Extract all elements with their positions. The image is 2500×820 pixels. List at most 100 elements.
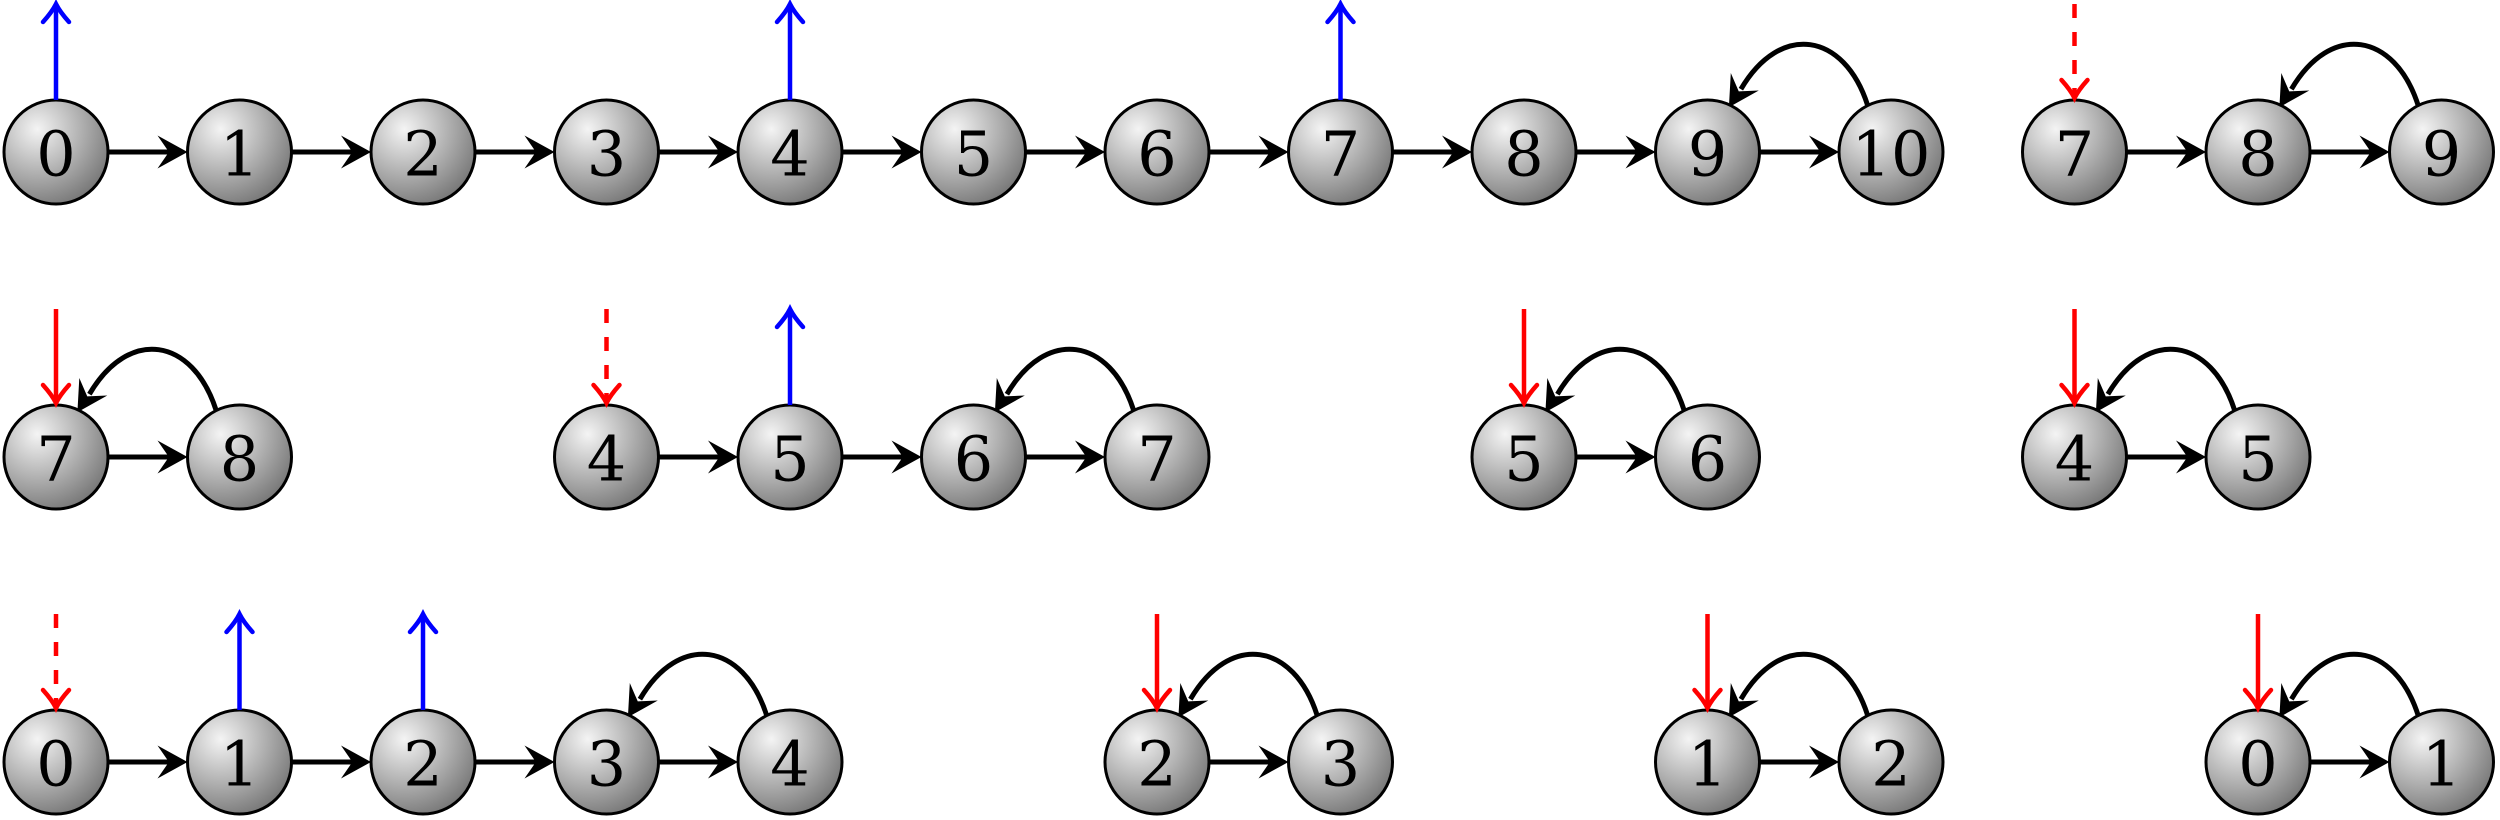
list-node: 6 <box>920 403 1027 511</box>
node-circle <box>1287 708 1394 816</box>
node-label: 7 <box>2055 118 2094 191</box>
node-circle <box>920 403 1027 511</box>
node-label: 8 <box>1504 118 1543 191</box>
next-edge-arrowhead <box>1075 135 1105 169</box>
pointer-down-arrowhead <box>2242 687 2274 714</box>
list-node: 1 <box>186 98 293 206</box>
back-edge-arrowhead <box>2095 378 2126 413</box>
list-node: 5 <box>736 403 844 511</box>
node-circle <box>553 708 660 816</box>
back-edge-arrowhead <box>627 683 658 718</box>
node-circle <box>369 98 477 206</box>
node-label: 3 <box>587 118 626 191</box>
node-label: 5 <box>954 118 993 191</box>
next-edge-arrowhead <box>2176 135 2206 169</box>
node-label: 5 <box>2238 423 2277 496</box>
node-label: 8 <box>2238 118 2277 191</box>
list-node: 4 <box>2021 403 2128 511</box>
next-edge-arrowhead <box>1258 745 1289 779</box>
node-label: 10 <box>1852 118 1931 191</box>
back-edge <box>87 346 219 411</box>
back-edge-arrowhead <box>1178 683 1209 718</box>
back-edge-arrowhead <box>77 378 108 413</box>
back-edge-arrowhead <box>2279 683 2310 718</box>
node-label: 1 <box>2422 728 2461 801</box>
list-node: 2 <box>369 708 477 816</box>
list-node: 5 <box>920 98 1027 206</box>
list-node: 7 <box>1287 98 1394 206</box>
node-circle <box>1654 98 1761 206</box>
list-node: 3 <box>553 708 660 816</box>
back-edge-arrowhead <box>2279 73 2310 108</box>
back-edge <box>1188 651 1320 716</box>
list-node: 5 <box>1470 403 1578 511</box>
list-node: 10 <box>1837 98 1945 206</box>
next-edge-arrowhead <box>1258 135 1289 169</box>
pointer-down-arrowhead <box>40 687 72 714</box>
list-node: 1 <box>2388 708 2495 816</box>
list-node: 4 <box>553 403 660 511</box>
list-node: 7 <box>1103 403 1211 511</box>
next-edge-arrowhead <box>157 440 188 474</box>
back-edge-arrowhead <box>1728 73 1759 108</box>
next-edge-arrowhead <box>708 135 738 169</box>
list-node: 7 <box>2 403 110 511</box>
next-edge-arrowhead <box>2359 135 2390 169</box>
pointer-down-arrowhead <box>591 382 622 409</box>
next-edge-arrowhead <box>341 135 371 169</box>
back-edge <box>637 651 769 716</box>
pointer-down-arrowhead <box>2059 77 2090 104</box>
list-node: 2 <box>1103 708 1211 816</box>
next-edge-arrowhead <box>157 135 188 169</box>
node-label: 9 <box>2422 118 2461 191</box>
list-node: 1 <box>1654 708 1761 816</box>
node-label: 0 <box>2238 728 2277 801</box>
node-circle <box>1103 403 1211 511</box>
back-edge <box>1555 346 1687 411</box>
pointer-up-arrowhead <box>1325 0 1356 25</box>
node-circle <box>1837 708 1945 816</box>
next-edge-arrowhead <box>1625 135 1656 169</box>
list-node: 0 <box>2204 708 2312 816</box>
node-label: 7 <box>1321 118 1360 191</box>
next-edge-arrowhead <box>708 440 738 474</box>
list-node: 6 <box>1654 403 1761 511</box>
next-edge-arrowhead <box>341 745 371 779</box>
node-circle <box>2204 403 2312 511</box>
pointer-up-arrowhead <box>774 303 806 330</box>
node-circle <box>1654 403 1761 511</box>
list-node: 8 <box>2204 98 2312 206</box>
list-node: 0 <box>2 708 110 816</box>
next-edge-arrowhead <box>708 745 738 779</box>
node-label: 7 <box>1137 423 1176 496</box>
pointer-down-arrowhead <box>2059 382 2090 409</box>
node-label: 4 <box>587 423 626 496</box>
next-edge-arrowhead <box>2176 440 2206 474</box>
next-edge-arrowhead <box>1075 440 1105 474</box>
list-node: 4 <box>736 98 844 206</box>
node-label: 4 <box>770 728 809 801</box>
node-circle <box>186 403 293 511</box>
node-circle <box>920 98 1027 206</box>
back-edge <box>2289 651 2421 716</box>
next-edge-arrowhead <box>891 440 922 474</box>
next-edge-arrowhead <box>2359 745 2390 779</box>
node-label: 3 <box>1321 728 1360 801</box>
node-circle <box>2388 708 2495 816</box>
list-node: 8 <box>1470 98 1578 206</box>
node-label: 0 <box>36 118 75 191</box>
node-circle <box>1103 98 1211 206</box>
node-label: 7 <box>36 423 75 496</box>
list-node: 2 <box>1837 708 1945 816</box>
list-node: 3 <box>553 98 660 206</box>
node-label: 2 <box>403 118 442 191</box>
pointer-up-arrowhead <box>40 0 72 25</box>
list-node: 1 <box>186 708 293 816</box>
node-label: 3 <box>587 728 626 801</box>
